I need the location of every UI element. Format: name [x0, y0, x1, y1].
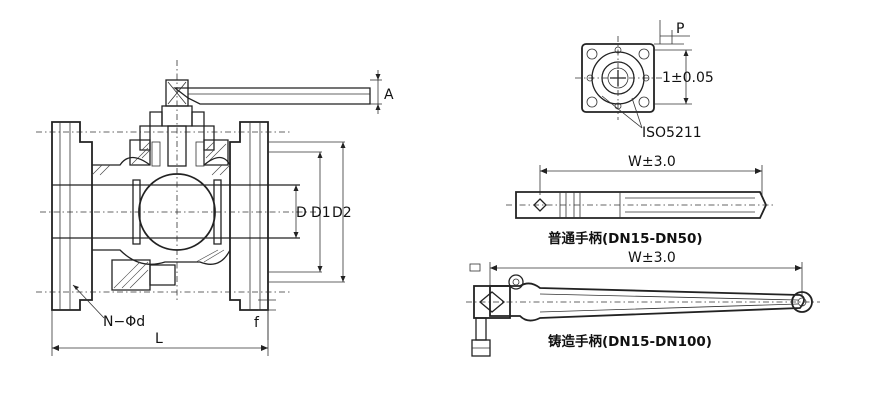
label-a: A	[384, 87, 394, 103]
dimension-1-tolerance: 1±0.05	[654, 49, 714, 105]
dimension-n-phi-d: N−Φd	[72, 284, 145, 330]
caption-standard-handle: 普通手柄(DN15-DN50)	[548, 230, 703, 247]
label-l: L	[155, 331, 163, 347]
label-w-top: W±3.0	[628, 154, 676, 170]
cast-handle-view: W±3.0 铸造手柄(DN15-DN100)	[466, 250, 820, 357]
iso5211-leader: ISO5211	[601, 95, 702, 141]
dimension-w-top: W±3.0	[539, 154, 763, 195]
label-d2: D2	[332, 205, 352, 221]
label-d: D	[296, 205, 307, 221]
dimension-diameters: D D1 D2	[268, 141, 352, 283]
dimension-a: A	[370, 70, 394, 114]
valve-center-lines	[36, 60, 320, 300]
valve-handle-lever	[165, 79, 371, 107]
dimension-p: P	[654, 20, 690, 45]
label-tolerance-1: 1±0.05	[662, 70, 714, 86]
label-p: P	[676, 21, 684, 37]
standard-handle-view: W±3.0 普通手柄(DN15-DN50)	[506, 154, 776, 247]
dimension-f: f	[254, 299, 276, 340]
dimension-w-bottom: W±3.0	[489, 250, 803, 296]
dimension-l: L	[51, 310, 269, 356]
valve-section-view: A	[36, 60, 394, 356]
label-d1: D1	[311, 205, 331, 221]
iso-flange-view: P 1±0.05 ISO5211	[575, 20, 714, 141]
valve-body	[51, 121, 300, 311]
label-iso: ISO5211	[642, 125, 702, 141]
valve-stem-bonnet	[129, 105, 229, 167]
caption-cast-handle: 铸造手柄(DN15-DN100)	[548, 333, 712, 350]
label-w-bottom: W±3.0	[628, 250, 676, 266]
label-f: f	[254, 315, 260, 331]
label-n-phi-d: N−Φd	[103, 314, 145, 330]
